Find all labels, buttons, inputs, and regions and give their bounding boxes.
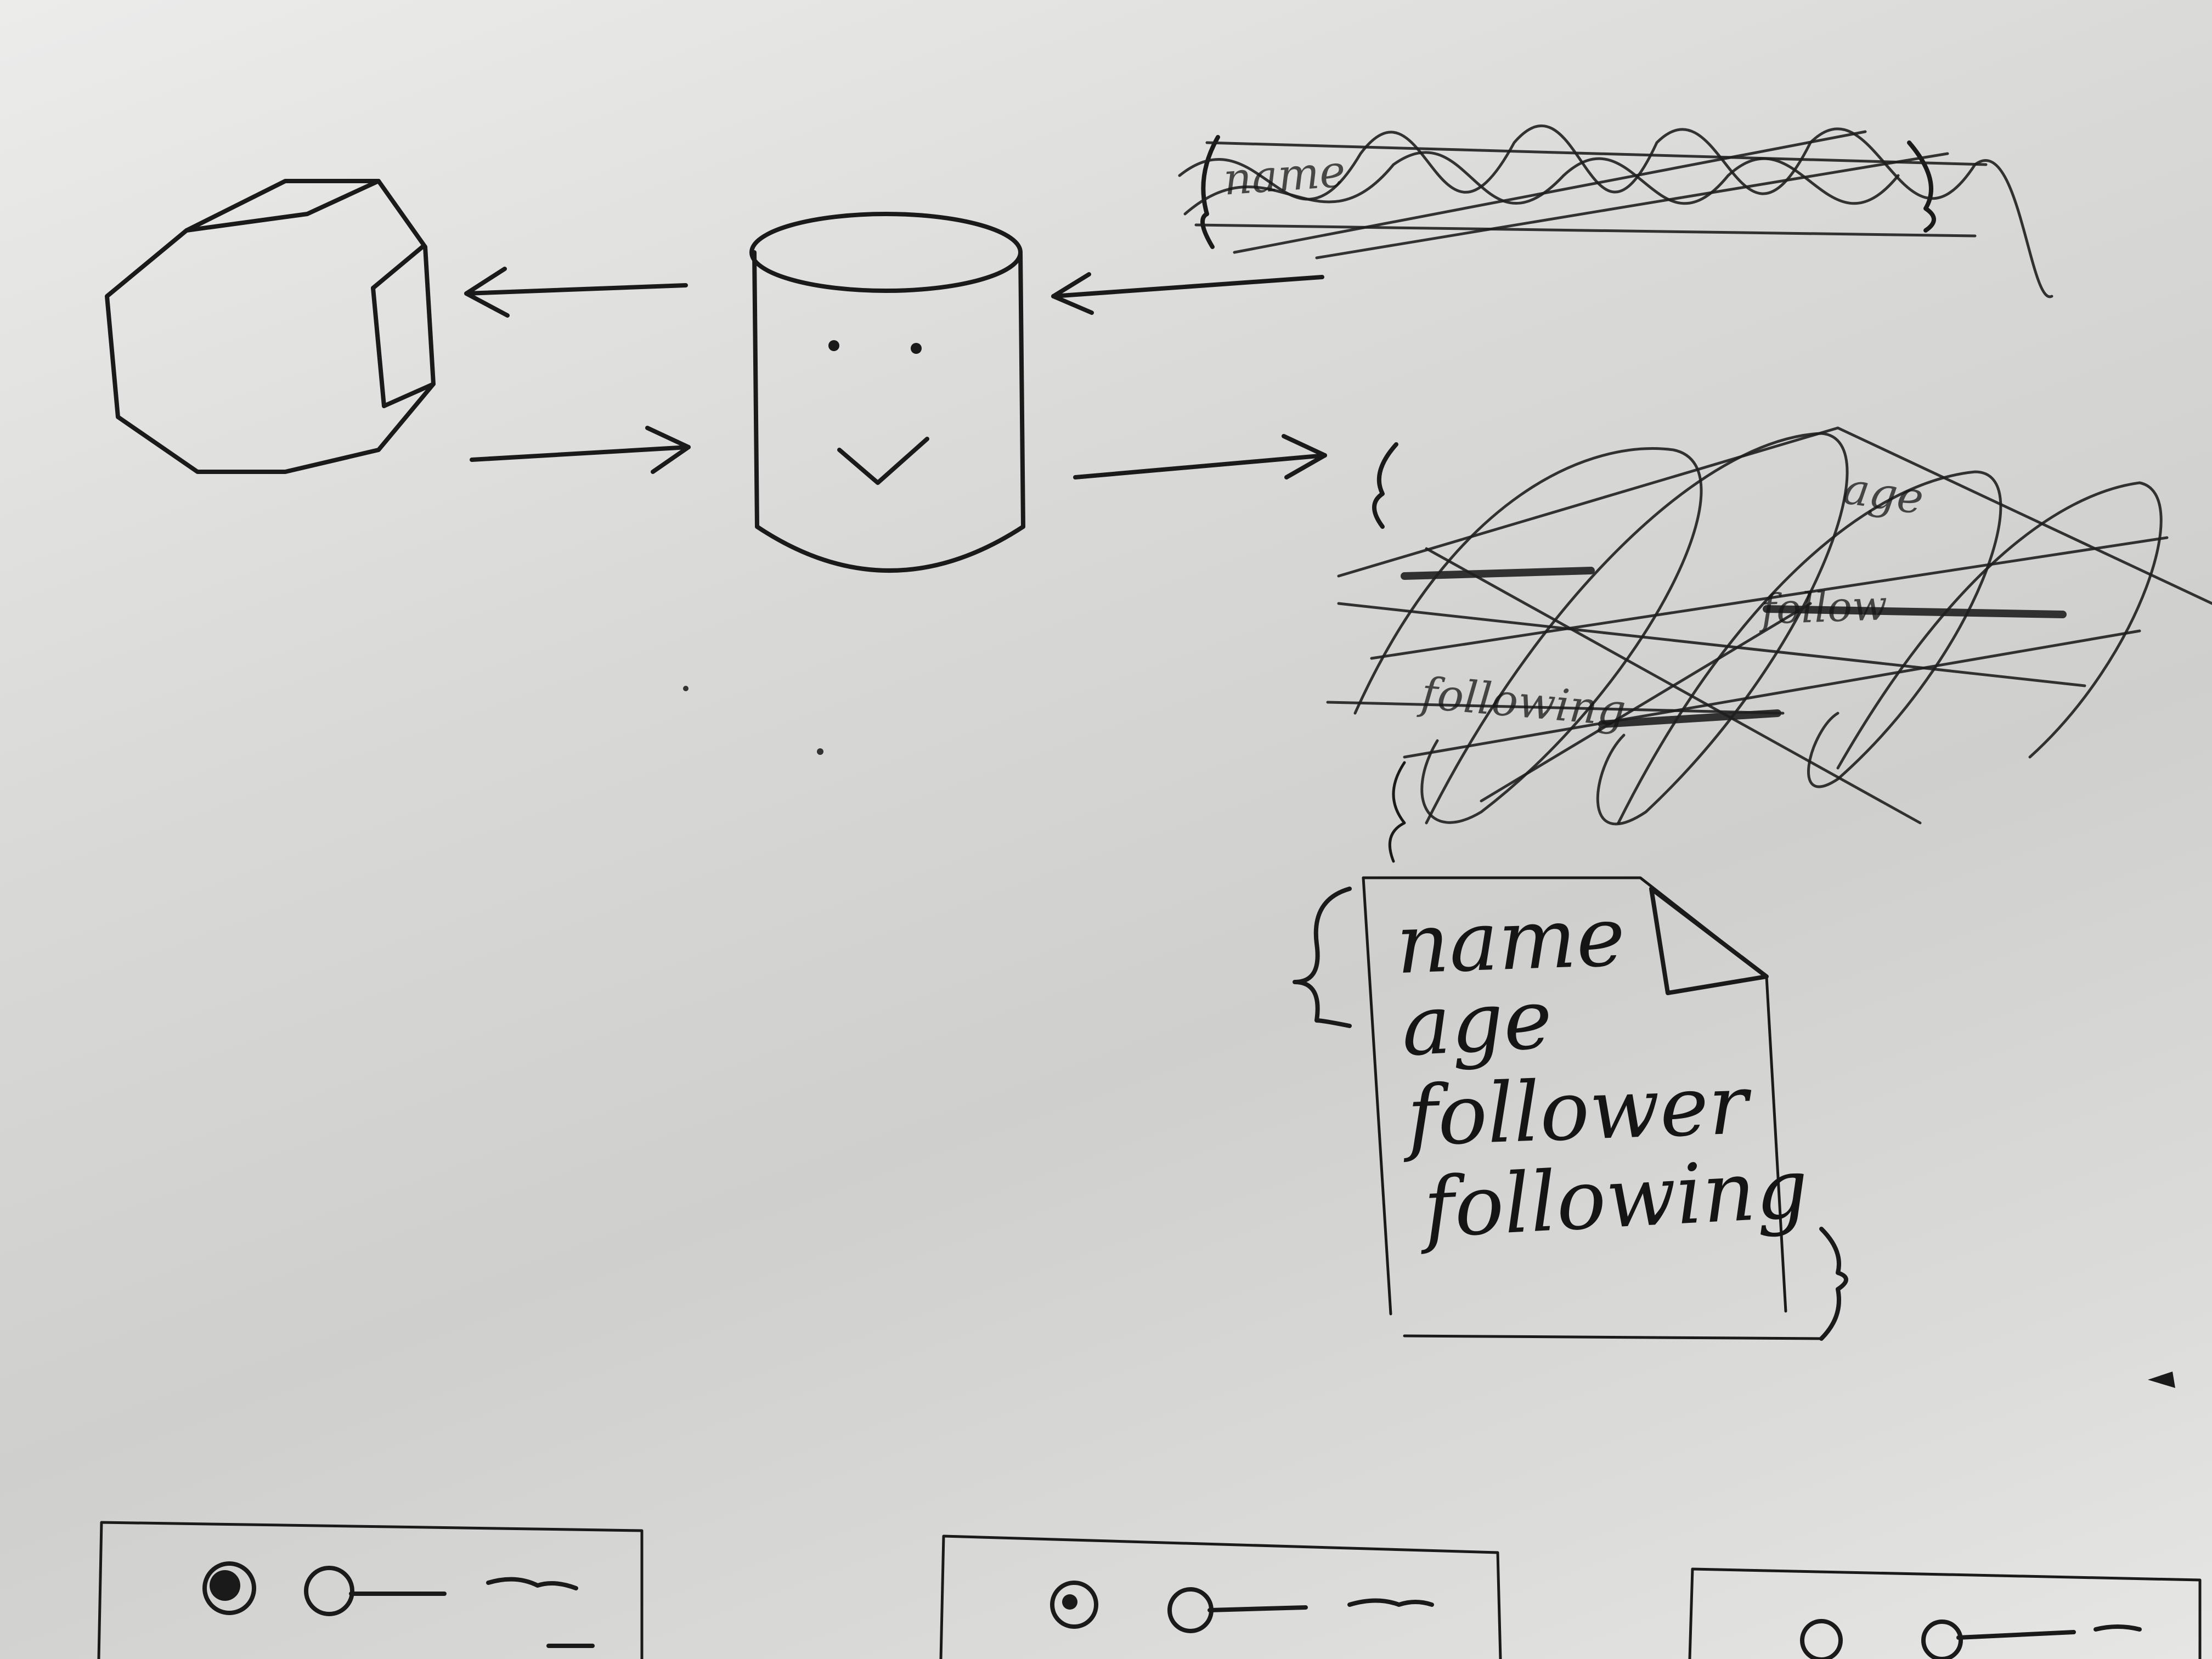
scratched-word-name: name bbox=[1221, 145, 1347, 205]
face-eye-left bbox=[828, 340, 839, 351]
circle-dot-icon bbox=[202, 1561, 256, 1615]
bottom-sketch-card-3 bbox=[1688, 1567, 2202, 1659]
octagon-service-icon bbox=[105, 179, 436, 474]
bottom-sketch-card-1 bbox=[97, 1521, 644, 1659]
arrow-json-to-db bbox=[1051, 272, 1324, 315]
ink-smudge bbox=[2148, 1372, 2175, 1388]
bottom-sketch-card-2 bbox=[939, 1534, 1502, 1659]
stray-dot bbox=[817, 748, 823, 755]
doc-field-follower: follower bbox=[1406, 1057, 1750, 1165]
scratched-word-follow: follow bbox=[1760, 581, 1888, 634]
scratched-word-age: age bbox=[1840, 462, 1927, 524]
arrow-service-to-db bbox=[470, 426, 691, 474]
database-cylinder-icon bbox=[749, 212, 1025, 573]
scratched-json-top bbox=[1178, 124, 2053, 298]
stray-dot bbox=[683, 686, 689, 691]
face-eye-right bbox=[911, 343, 922, 354]
document-file-icon bbox=[1293, 876, 1848, 1341]
doc-field-name: name bbox=[1395, 889, 1627, 993]
scratched-json-right bbox=[1326, 426, 2212, 863]
doc-field-age: age bbox=[1399, 971, 1555, 1075]
arrow-db-to-json bbox=[1073, 434, 1327, 479]
face-smile bbox=[837, 437, 929, 485]
doc-field-following: following bbox=[1421, 1141, 1811, 1257]
arrow-db-to-service bbox=[464, 267, 688, 318]
